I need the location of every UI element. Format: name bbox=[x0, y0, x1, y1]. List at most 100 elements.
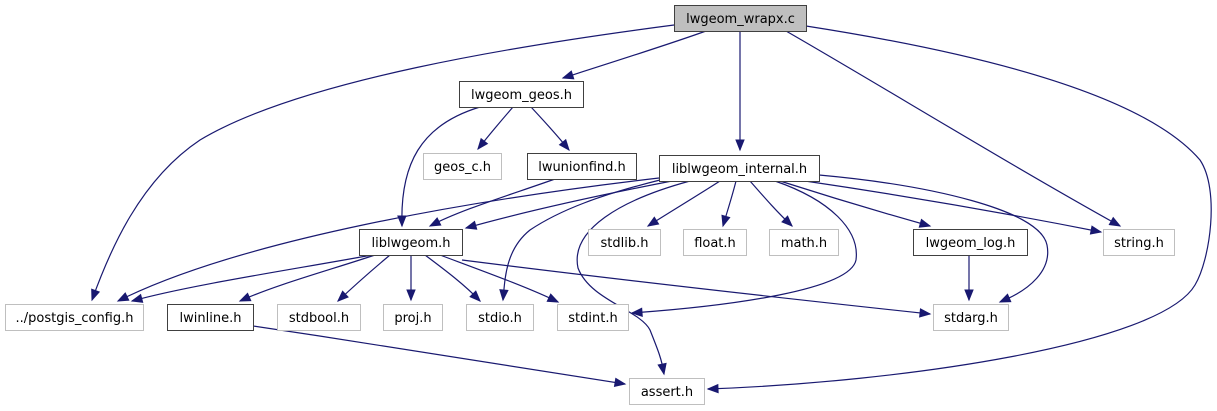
node-box bbox=[629, 378, 705, 405]
arrowhead-icon bbox=[499, 289, 509, 302]
node-lwgeom-geos-h[interactable]: lwgeom_geos.h bbox=[459, 81, 584, 108]
edge-liblwgeom-h-to-stdio-h bbox=[424, 254, 481, 302]
node-box bbox=[588, 229, 661, 256]
node-label: math.h bbox=[781, 236, 827, 251]
edge-lwgeom-wrapx-c-to-assert-h bbox=[706, 25, 1212, 394]
node-label: stdbool.h bbox=[289, 311, 349, 326]
node-label: assert.h bbox=[641, 385, 693, 400]
edge-line bbox=[252, 325, 626, 385]
node-box[interactable] bbox=[527, 153, 637, 180]
edge-liblwgeom-h-to-stdbool-h bbox=[337, 254, 391, 302]
node-box bbox=[933, 304, 1009, 331]
arrowhead-icon bbox=[406, 289, 416, 302]
arrowhead-icon bbox=[558, 138, 570, 152]
node-lwgeom-wrapx-c[interactable]: lwgeom_wrapx.c bbox=[674, 5, 807, 32]
node-float-h: float.h bbox=[683, 229, 747, 256]
arrowhead-icon bbox=[657, 362, 667, 376]
edge-line bbox=[707, 25, 1212, 390]
edge-liblwgeom-internal-h-to-postgis-config-h bbox=[116, 177, 660, 302]
node-label: lwgeom_log.h bbox=[926, 236, 1016, 251]
node-box[interactable] bbox=[359, 229, 463, 256]
edge-liblwgeom-internal-h-to-liblwgeom-h bbox=[464, 180, 673, 230]
node-proj-h: proj.h bbox=[383, 304, 443, 331]
edge-line bbox=[131, 254, 373, 302]
node-box[interactable] bbox=[659, 155, 820, 182]
node-box bbox=[683, 229, 747, 256]
node-stdbool-h: stdbool.h bbox=[277, 304, 361, 331]
arrowhead-icon bbox=[646, 216, 660, 227]
edge-line bbox=[91, 24, 675, 301]
arrowhead-icon bbox=[613, 377, 627, 387]
arrowhead-icon bbox=[130, 293, 144, 303]
node-label: geos_c.h bbox=[434, 160, 491, 175]
node-label: stdio.h bbox=[478, 311, 522, 326]
node-stdint-h: stdint.h bbox=[557, 304, 629, 331]
node-lwunionfind-h[interactable]: lwunionfind.h bbox=[527, 153, 637, 180]
edge-line bbox=[117, 177, 660, 302]
edge-line bbox=[424, 254, 481, 302]
edge-line bbox=[647, 180, 721, 227]
edge-liblwgeom-internal-h-to-assert-h bbox=[576, 180, 691, 376]
node-box[interactable] bbox=[674, 5, 807, 32]
node-box[interactable] bbox=[167, 304, 254, 331]
node-assert-h: assert.h bbox=[629, 378, 705, 405]
edge-lwunionfind-h-to-liblwgeom-h bbox=[428, 178, 556, 227]
node-label: proj.h bbox=[394, 311, 431, 326]
node-lwinline-h[interactable]: lwinline.h bbox=[167, 304, 254, 331]
node-box bbox=[557, 304, 629, 331]
edge-liblwgeom-internal-h-to-lwgeom-log-h bbox=[779, 180, 932, 228]
edge-lwgeom-wrapx-c-to-lwgeom-geos-h bbox=[561, 30, 707, 80]
edge-liblwgeom-internal-h-to-stdlib-h bbox=[646, 180, 721, 227]
arrowhead-icon bbox=[781, 215, 793, 227]
node-liblwgeom-h[interactable]: liblwgeom.h bbox=[359, 229, 463, 256]
node-label: string.h bbox=[1114, 236, 1164, 251]
edge-liblwgeom-internal-h-to-string-h bbox=[804, 180, 1103, 235]
arrowhead-icon bbox=[998, 293, 1012, 303]
edge-line bbox=[562, 30, 707, 79]
edge-liblwgeom-h-to-lwinline-h bbox=[238, 254, 376, 302]
edge-liblwgeom-h-to-proj-h bbox=[406, 254, 416, 302]
arrowhead-icon bbox=[706, 383, 719, 394]
node-math-h: math.h bbox=[769, 229, 839, 256]
node-label: stdarg.h bbox=[944, 311, 998, 326]
arrowhead-icon bbox=[464, 220, 478, 230]
node-box[interactable] bbox=[913, 229, 1028, 256]
arrowhead-icon bbox=[546, 293, 560, 303]
edge-line bbox=[465, 180, 673, 229]
edge-lwinline-h-to-assert-h bbox=[252, 325, 627, 387]
edge-liblwgeom-h-to-stdarg-h bbox=[461, 259, 932, 318]
node-box bbox=[5, 304, 144, 331]
edge-line bbox=[576, 180, 691, 375]
node-label: liblwgeom.h bbox=[372, 236, 451, 251]
arrowhead-icon bbox=[964, 289, 974, 302]
edge-lwgeom-wrapx-c-to-liblwgeom-internal-h bbox=[735, 30, 745, 152]
edge-lwgeom-log-h-to-stdarg-h bbox=[964, 255, 974, 302]
edges-layer bbox=[91, 24, 1212, 394]
nodes-layer: lwgeom_wrapx.c lwgeom_geos.h geos_c.h lwuni… bbox=[5, 5, 1175, 405]
node-stdarg-h: stdarg.h bbox=[933, 304, 1009, 331]
arrowhead-icon bbox=[1108, 216, 1122, 227]
edge-line bbox=[804, 180, 1102, 233]
arrowhead-icon bbox=[116, 292, 130, 302]
node-postgis-config-h: ../postgis_config.h bbox=[5, 304, 144, 331]
arrowhead-icon bbox=[735, 139, 745, 152]
node-stdio-h: stdio.h bbox=[466, 304, 534, 331]
node-string-h: string.h bbox=[1103, 229, 1175, 256]
edge-line bbox=[785, 30, 1121, 227]
edge-liblwgeom-internal-h-to-stdint-h bbox=[630, 180, 857, 317]
edge-line bbox=[461, 259, 931, 315]
node-lwgeom-log-h[interactable]: lwgeom_log.h bbox=[913, 229, 1028, 256]
node-box bbox=[769, 229, 839, 256]
node-liblwgeom-internal-h[interactable]: liblwgeom_internal.h bbox=[659, 155, 820, 182]
node-label: stdint.h bbox=[568, 311, 617, 326]
arrowhead-icon bbox=[477, 137, 489, 151]
node-label: liblwgeom_internal.h bbox=[672, 162, 807, 177]
arrowhead-icon bbox=[397, 215, 407, 228]
node-box[interactable] bbox=[459, 81, 584, 108]
edge-line bbox=[239, 254, 376, 302]
edge-lwgeom-geos-h-to-liblwgeom-h bbox=[397, 106, 481, 228]
node-box bbox=[423, 153, 502, 180]
edge-line bbox=[429, 178, 556, 227]
node-label: stdlib.h bbox=[601, 236, 649, 251]
arrowhead-icon bbox=[428, 217, 442, 227]
